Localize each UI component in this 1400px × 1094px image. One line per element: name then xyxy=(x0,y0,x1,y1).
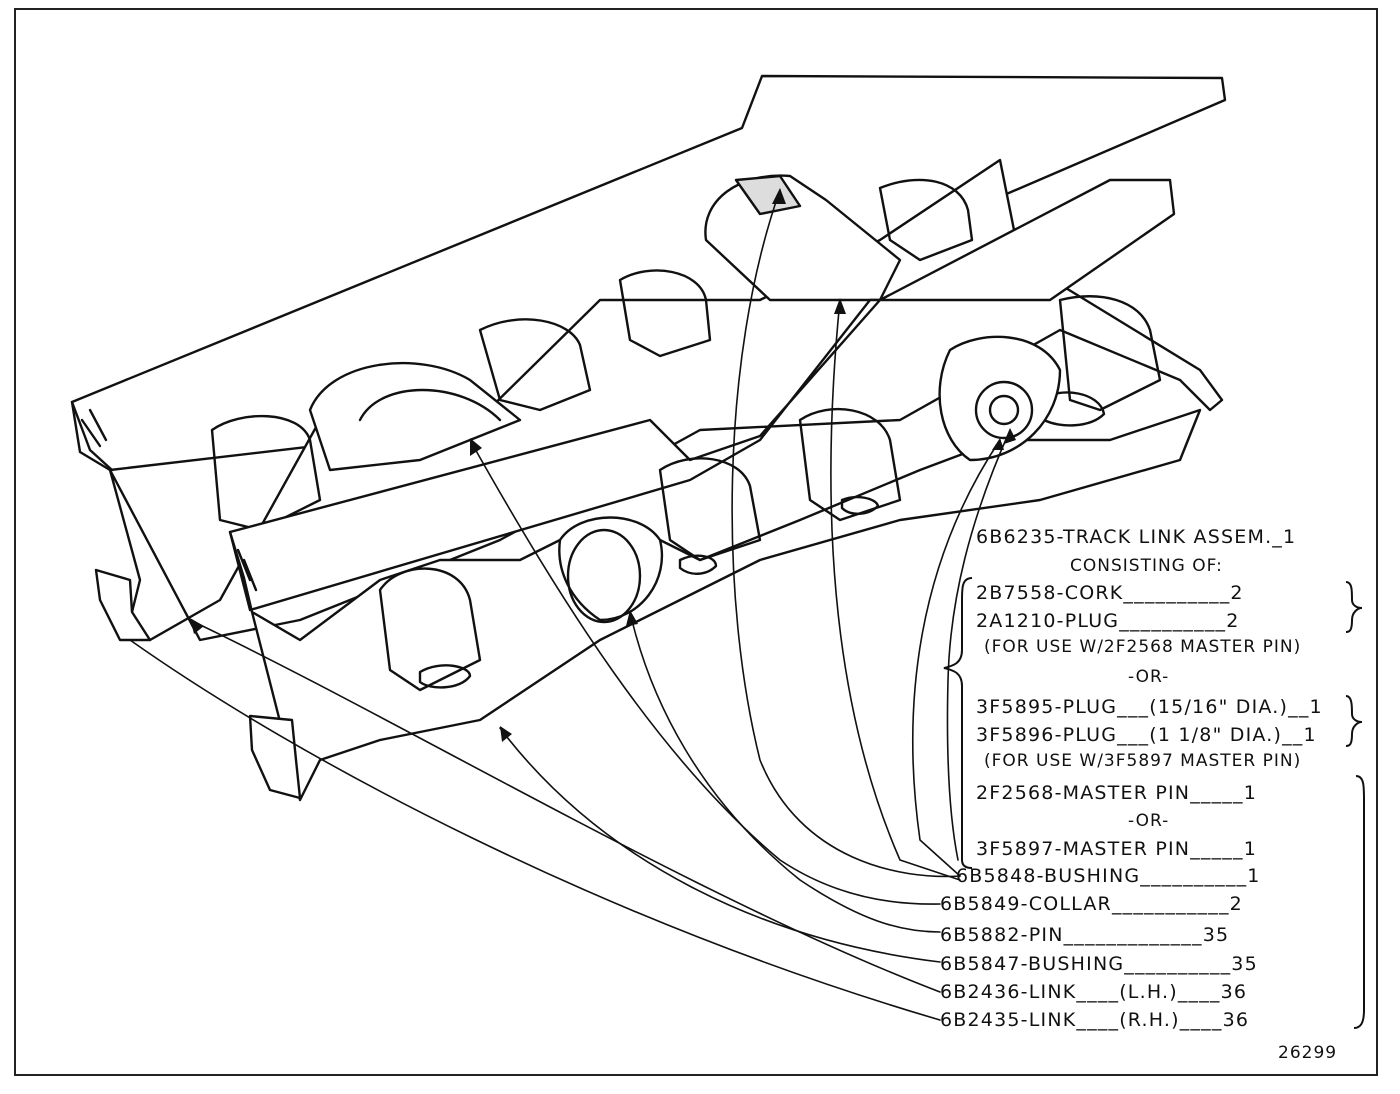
assembly-label: 6B6235-TRACK LINK ASSEM._1 xyxy=(976,526,1297,548)
part-cork: 2B7558-CORK__________2 xyxy=(976,582,1244,604)
part-link-lh: 6B2436-LINK____(L.H.)____36 xyxy=(940,981,1248,1003)
front-rail xyxy=(228,178,1176,614)
figure-frame xyxy=(14,8,1378,1076)
part-plug-b2: 3F5896-PLUG___(1 1/8" DIA.)__1 xyxy=(976,724,1317,746)
list-braces xyxy=(943,577,1365,1029)
part-link-rh: 6B2435-LINK____(R.H.)____36 xyxy=(940,1009,1250,1031)
consisting-label: CONSISTING OF: xyxy=(1070,556,1223,576)
part-collar: 6B5849-COLLAR___________2 xyxy=(940,893,1243,915)
part-master-pin-2: 3F5897-MASTER PIN_____1 xyxy=(976,838,1257,860)
leader-lines xyxy=(129,189,1011,1021)
part-plug-a: 2A1210-PLUG__________2 xyxy=(976,610,1240,632)
or-label-1: -OR- xyxy=(1128,667,1170,687)
part-plug-b1: 3F5895-PLUG___(15/16" DIA.)__1 xyxy=(976,696,1323,718)
front-link-plates xyxy=(248,335,1202,802)
or-label-2: -OR- xyxy=(1128,811,1170,831)
note-use-b: (FOR USE W/3F5897 MASTER PIN) xyxy=(984,751,1302,771)
note-use-a: (FOR USE W/2F2568 MASTER PIN) xyxy=(984,637,1302,657)
leader-arrowheads xyxy=(190,188,1016,742)
part-bushing-2: 6B5847-BUSHING__________35 xyxy=(940,953,1258,975)
figure-number: 26299 xyxy=(1278,1043,1338,1063)
part-pin: 6B5882-PIN_____________35 xyxy=(940,924,1230,946)
part-master-pin-1: 2F2568-MASTER PIN_____1 xyxy=(976,782,1257,804)
part-bushing-1: 6B5848-BUSHING__________1 xyxy=(956,865,1261,887)
pin-cylinder xyxy=(308,174,902,472)
